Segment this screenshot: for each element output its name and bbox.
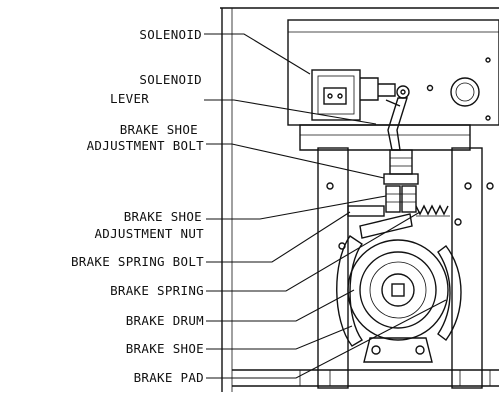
label-brake-shoe: BRAKE SHOE bbox=[126, 341, 204, 356]
label-adjustment-nut-line1: BRAKE SHOE bbox=[124, 209, 202, 224]
label-solenoid-lever-line2: LEVER bbox=[110, 91, 149, 106]
label-brake-spring-bolt: BRAKE SPRING BOLT bbox=[71, 254, 204, 269]
label-brake-drum: BRAKE DRUM bbox=[126, 313, 204, 328]
brake-drum bbox=[347, 239, 449, 341]
labels: SOLENOID SOLENOID LEVER BRAKE SHOE ADJUS… bbox=[71, 27, 204, 385]
brake-spring bbox=[415, 204, 450, 217]
brake-shoe bbox=[336, 213, 413, 347]
brake-pad bbox=[437, 245, 462, 341]
solenoid bbox=[311, 69, 396, 121]
label-adjustment-bolt-line1: BRAKE SHOE bbox=[120, 122, 198, 137]
label-brake-spring: BRAKE SPRING bbox=[110, 283, 204, 298]
leader-lines bbox=[204, 33, 447, 379]
label-adjustment-nut-line2: ADJUSTMENT NUT bbox=[94, 226, 204, 241]
label-solenoid: SOLENOID bbox=[139, 27, 202, 42]
brake-shoe-adjustment-bolt bbox=[383, 149, 419, 185]
brake-spring-bolt bbox=[347, 205, 385, 217]
brake-shoe-adjustment-nut bbox=[385, 185, 417, 213]
label-solenoid-lever-line1: SOLENOID bbox=[139, 72, 202, 87]
label-brake-pad: BRAKE PAD bbox=[134, 370, 204, 385]
label-adjustment-bolt-line2: ADJUSTMENT BOLT bbox=[87, 138, 205, 153]
machine-drawing bbox=[220, 7, 499, 392]
